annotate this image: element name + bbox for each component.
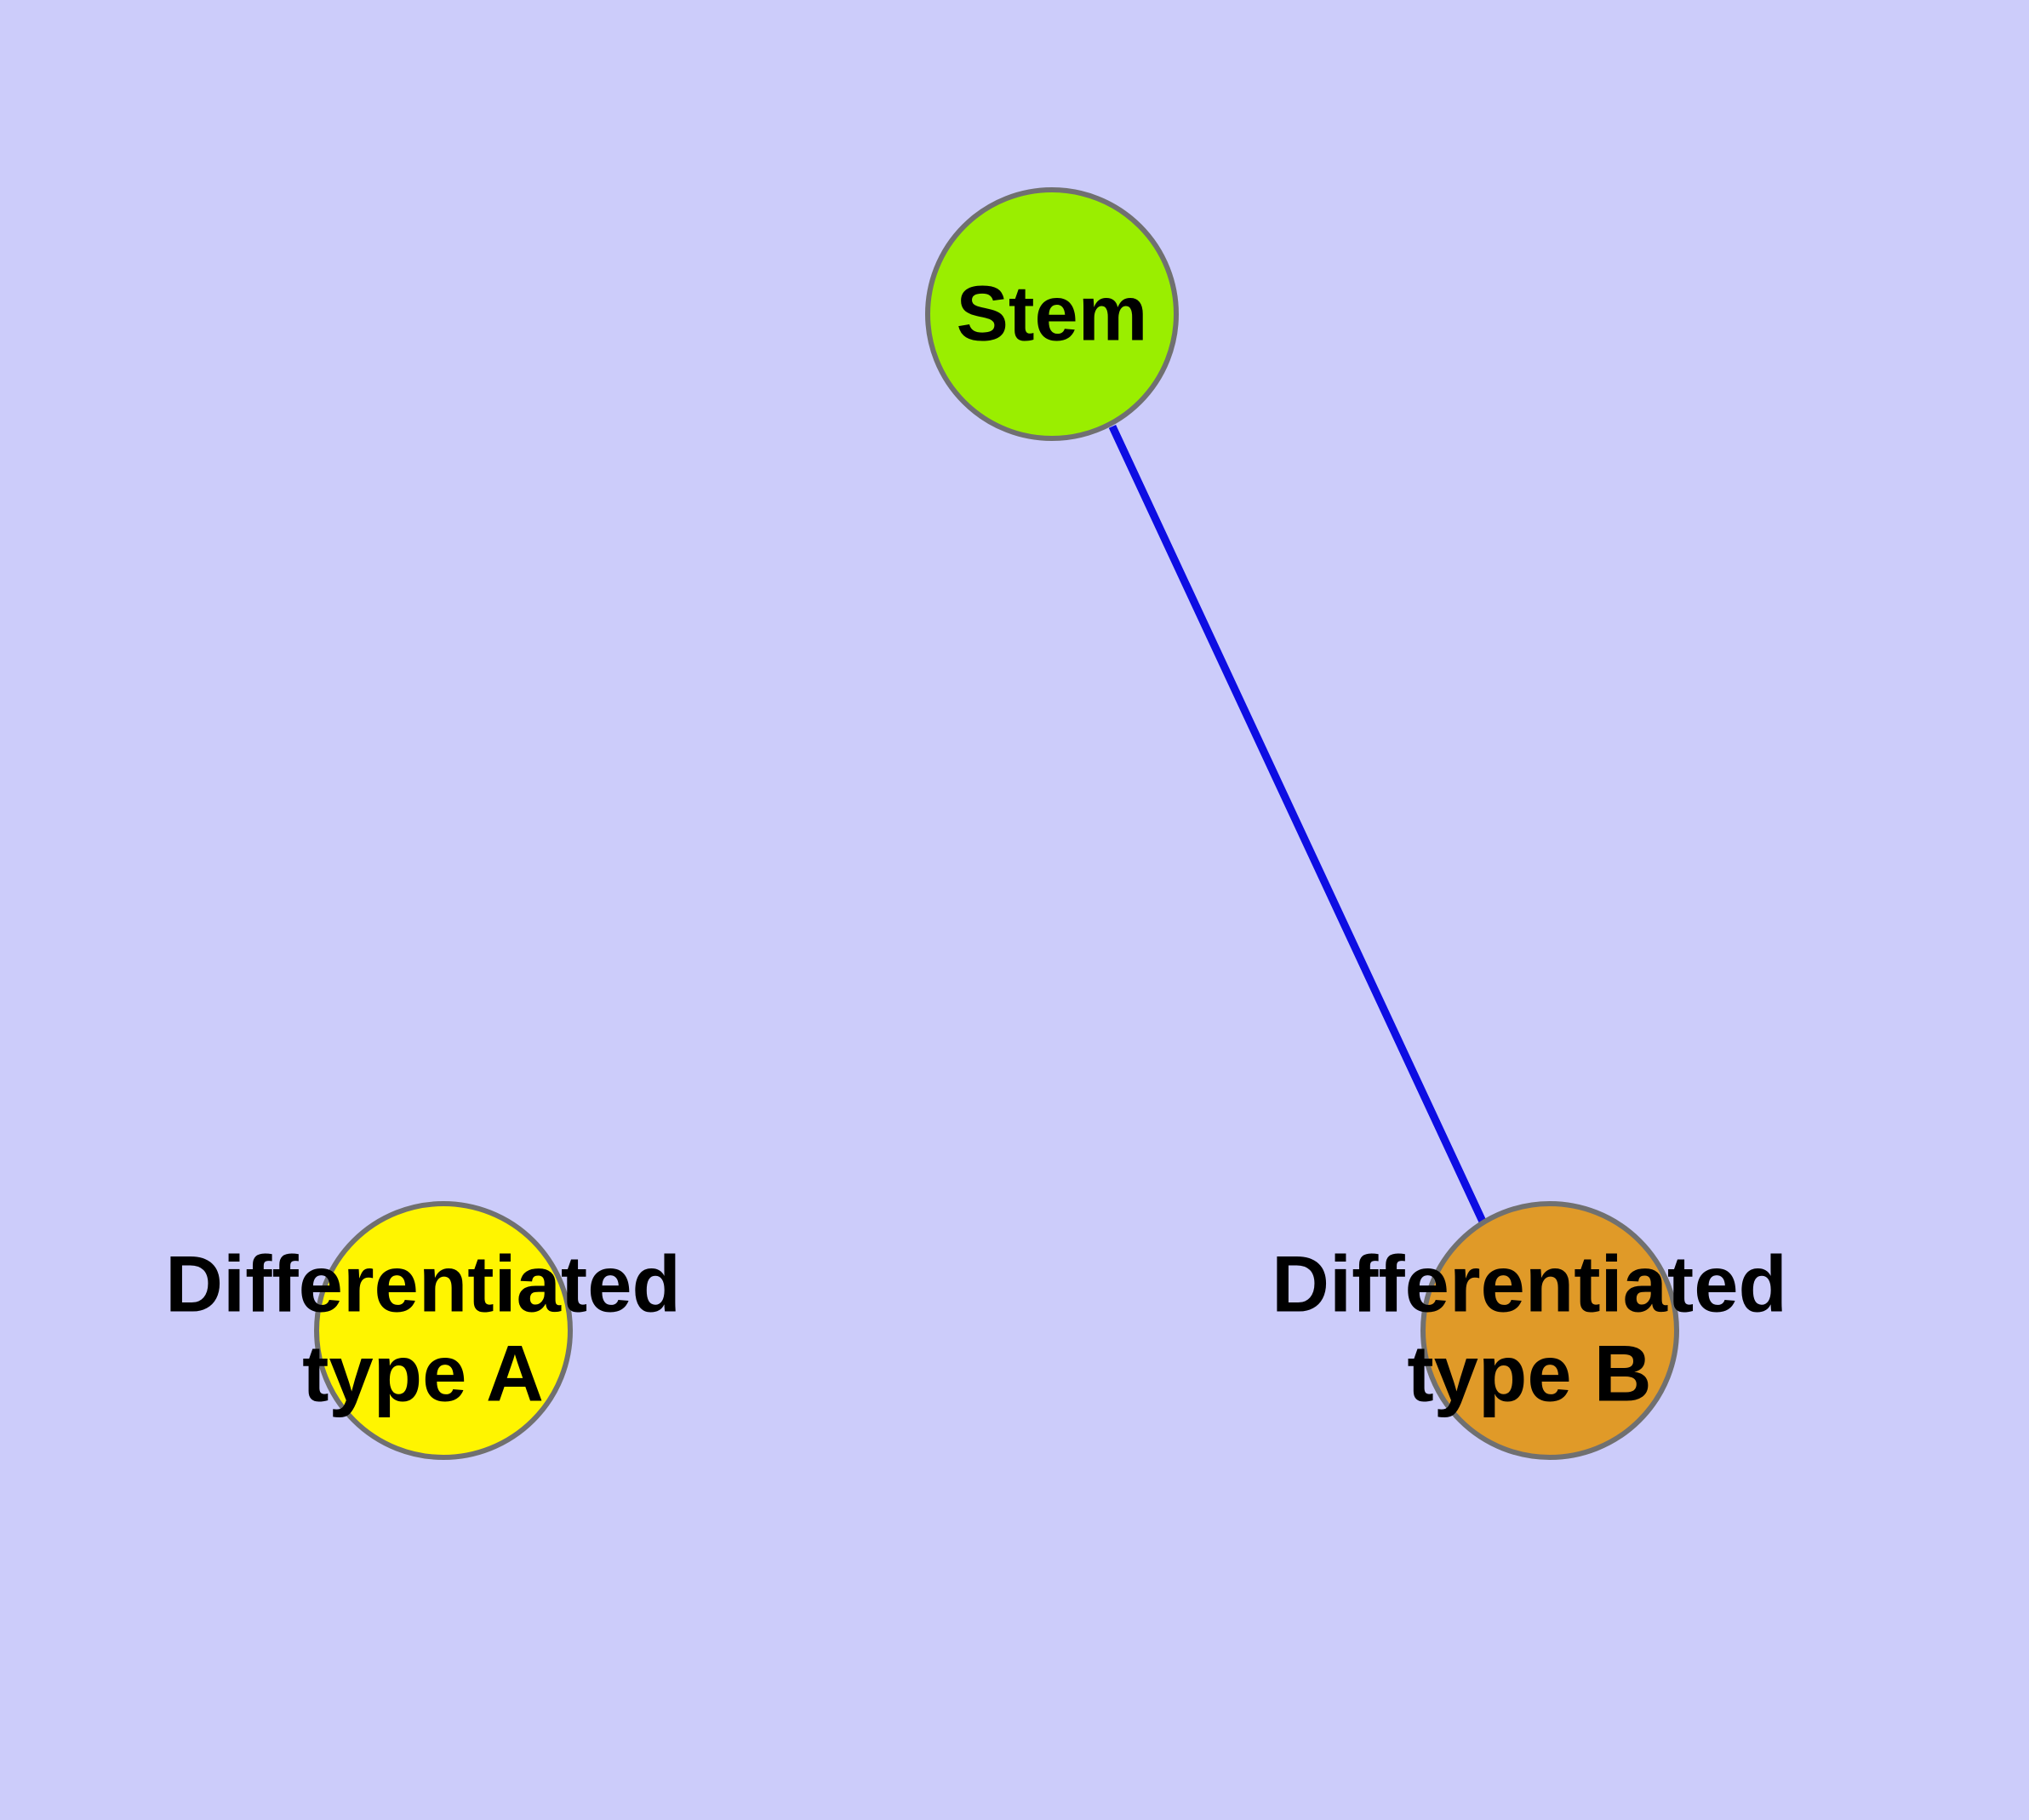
edge-layer: [1108, 425, 1488, 1225]
node-differentiated-type-b[interactable]: [1420, 1201, 1679, 1460]
edge-stem-to-differentiated-type-b[interactable]: [1108, 425, 1488, 1225]
node-stem[interactable]: [925, 187, 1179, 441]
node-layer: [314, 187, 1679, 1460]
node-differentiated-type-a[interactable]: [314, 1201, 573, 1460]
